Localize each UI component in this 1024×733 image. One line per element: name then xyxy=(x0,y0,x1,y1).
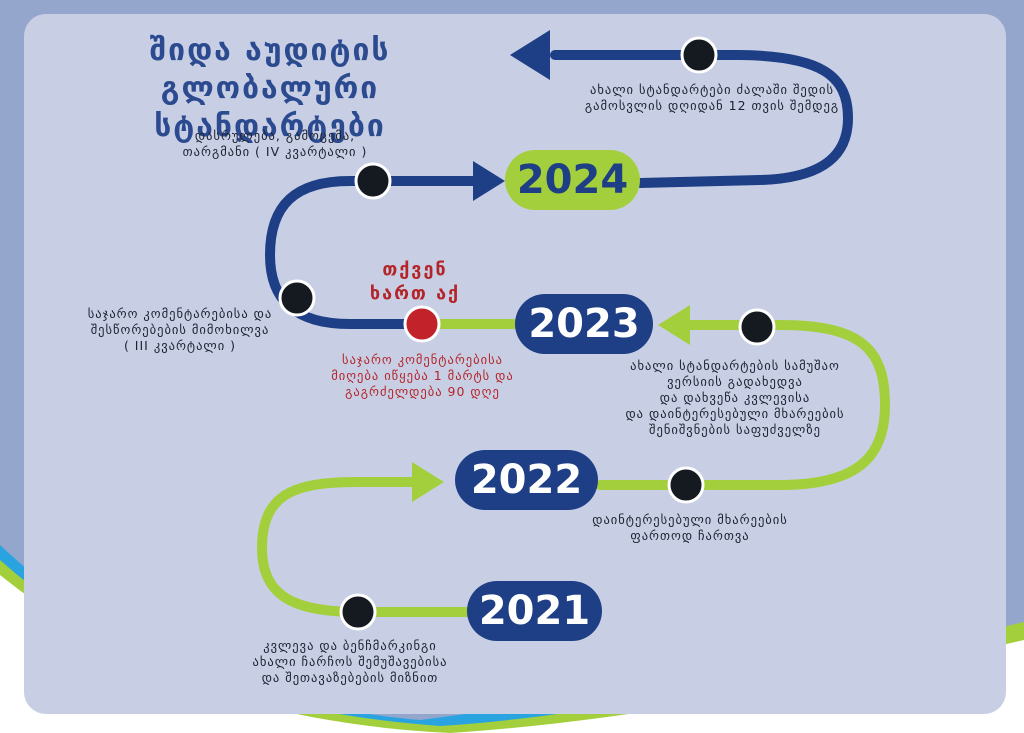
year-2021-badge: 2021 xyxy=(467,581,602,641)
note-effect-line-1: ახალი სტანდარტები ძალაში შედის xyxy=(589,82,834,97)
node-public-review xyxy=(278,279,316,317)
node-finalize xyxy=(354,162,392,200)
note-draft-review-line-2: ვერსიის გადახედვა xyxy=(667,374,803,389)
year-2023-badge: 2023 xyxy=(515,294,653,354)
note-stakeholders: დაინტერესებული მხარეების ფართოდ ჩართვა xyxy=(575,512,805,544)
you-are-here-line-1: თქვენ xyxy=(382,259,448,280)
title-line-2: გლობალური სტანდარტები xyxy=(154,71,386,144)
note-finalize-line-2: თარგმანი ( IV კვარტალი ) xyxy=(182,144,368,159)
title-line-1: შიდა აუდიტის xyxy=(149,33,391,68)
note-draft-review-line-4: და დაინტერესებული მხარეების xyxy=(625,406,845,421)
note-stakeholders-line-2: ფართოდ ჩართვა xyxy=(630,528,750,543)
arrow-head-2023 xyxy=(658,305,690,345)
note-finalize-line-1: დასრულება, გამოცემა, xyxy=(194,128,356,143)
note-public-review-line-2: შესწორებების მიმოხილვა xyxy=(90,322,270,337)
note-research-line-2: ახალი ჩარჩოს შემუშავებისა xyxy=(252,654,448,669)
note-public-comment: საჯარო კომენტარებისა მიღება იწყება 1 მარ… xyxy=(320,352,525,400)
note-effect-line-2: გამოსვლის დღიდან 12 თვის შემდეგ xyxy=(584,98,840,113)
node-draft-review xyxy=(738,308,776,346)
note-public-comment-line-1: საჯარო კომენტარებისა xyxy=(342,352,503,367)
node-effect xyxy=(680,36,718,74)
note-draft-review: ახალი სტანდარტების სამუშაო ვერსიის გადახ… xyxy=(600,358,870,438)
path-2021-2022 xyxy=(256,477,475,617)
note-research: კვლევა და ბენჩმარკინგი ახალი ჩარჩოს შემუ… xyxy=(230,638,470,686)
node-stakeholders xyxy=(667,466,705,504)
note-public-comment-line-2: მიღება იწყება 1 მარტს და xyxy=(331,368,514,383)
note-public-comment-line-3: გაგრძელდება 90 დღე xyxy=(345,384,500,399)
you-are-here-line-2: ხართ აქ xyxy=(369,283,461,304)
note-effect: ახალი სტანდარტები ძალაში შედის გამოსვლის… xyxy=(562,82,862,114)
note-research-line-3: და შეთავაზებების მიზნით xyxy=(261,670,439,685)
note-draft-review-line-1: ახალი სტანდარტების სამუშაო xyxy=(630,358,840,373)
node-research xyxy=(339,593,377,631)
path-here-2024 xyxy=(264,176,480,329)
arrow-head-2024 xyxy=(473,161,505,201)
year-2024-badge: 2024 xyxy=(505,150,640,210)
page-title: შიდა აუდიტის გლობალური სტანდარტები xyxy=(40,32,500,146)
you-are-here-label: თქვენ ხართ აქ xyxy=(350,258,480,306)
note-public-review-line-1: საჯარო კომენტარებისა და xyxy=(87,306,273,321)
year-2022-badge: 2022 xyxy=(455,450,598,510)
note-draft-review-line-5: შენიშვნების საფუძველზე xyxy=(649,422,821,437)
arrow-head-2022 xyxy=(412,462,444,502)
arrow-head-future xyxy=(510,30,550,80)
note-draft-review-line-3: და დახვეწა კვლევისა xyxy=(659,390,811,405)
note-stakeholders-line-1: დაინტერესებული მხარეების xyxy=(592,512,788,527)
node-you-are-here xyxy=(403,305,441,343)
note-public-review: საჯარო კომენტარებისა და შესწორებების მიმ… xyxy=(70,306,290,354)
note-finalize: დასრულება, გამოცემა, თარგმანი ( IV კვარტ… xyxy=(165,128,385,160)
path-2022-2023 xyxy=(595,320,891,490)
note-research-line-1: კვლევა და ბენჩმარკინგი xyxy=(263,638,437,653)
note-public-review-line-3: ( III კვარტალი ) xyxy=(123,338,237,353)
path-2024-future xyxy=(550,50,854,188)
